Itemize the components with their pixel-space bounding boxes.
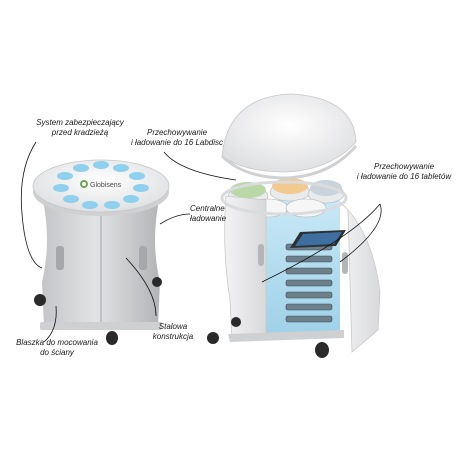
label-security: System zabezpieczający przed kradzieżą bbox=[36, 118, 124, 137]
open-cart bbox=[207, 93, 381, 358]
wheel-icon bbox=[152, 277, 162, 287]
leader-wall-plate bbox=[43, 305, 57, 343]
closed-cart-handle-left bbox=[56, 246, 64, 270]
tablet-shelves bbox=[285, 243, 333, 323]
wheel-icon bbox=[106, 331, 118, 345]
leader-tablet bbox=[339, 203, 382, 263]
label-wall-plate: Blaszka do mocowania do ściany bbox=[16, 338, 98, 357]
leader-lines bbox=[20, 141, 382, 343]
closed-cart-handle-right bbox=[139, 246, 147, 270]
leader-security bbox=[20, 141, 43, 269]
label-central-charging: Centralne ładowanie bbox=[190, 204, 227, 223]
closed-cart: Globisens bbox=[32, 159, 170, 345]
leader-central-charging bbox=[159, 213, 191, 225]
open-cart-rim bbox=[220, 180, 348, 216]
open-cart-base bbox=[228, 330, 344, 342]
wheel-icon bbox=[231, 317, 241, 327]
closed-cart-base bbox=[40, 322, 162, 330]
open-cart-lid-shell bbox=[221, 93, 357, 173]
open-cart-lid-edge bbox=[220, 145, 358, 180]
labdisc-slot-ring bbox=[53, 161, 149, 209]
logo-text: Globisens bbox=[90, 182, 122, 189]
right-door-handle bbox=[342, 252, 348, 274]
leader-tablet-2 bbox=[261, 203, 381, 283]
label-labdisc-storage: Przechowywanie i ładowanie do 16 Labdisc bbox=[130, 128, 224, 147]
leader-steel bbox=[125, 257, 157, 317]
right-door bbox=[339, 201, 381, 353]
label-steel: Stalowa konstrukcja bbox=[152, 322, 194, 341]
label-tablet-storage: Przechowywanie i ładowanie do 16 tabletó… bbox=[356, 162, 452, 181]
open-cart-left-body bbox=[224, 195, 267, 339]
wheel-icon bbox=[34, 294, 46, 306]
leader-labdisc bbox=[163, 151, 237, 181]
globisens-logo: Globisens bbox=[80, 180, 122, 189]
wheel-icon bbox=[207, 332, 219, 344]
wheel-icon bbox=[315, 342, 329, 358]
open-cart-handle bbox=[258, 244, 264, 266]
